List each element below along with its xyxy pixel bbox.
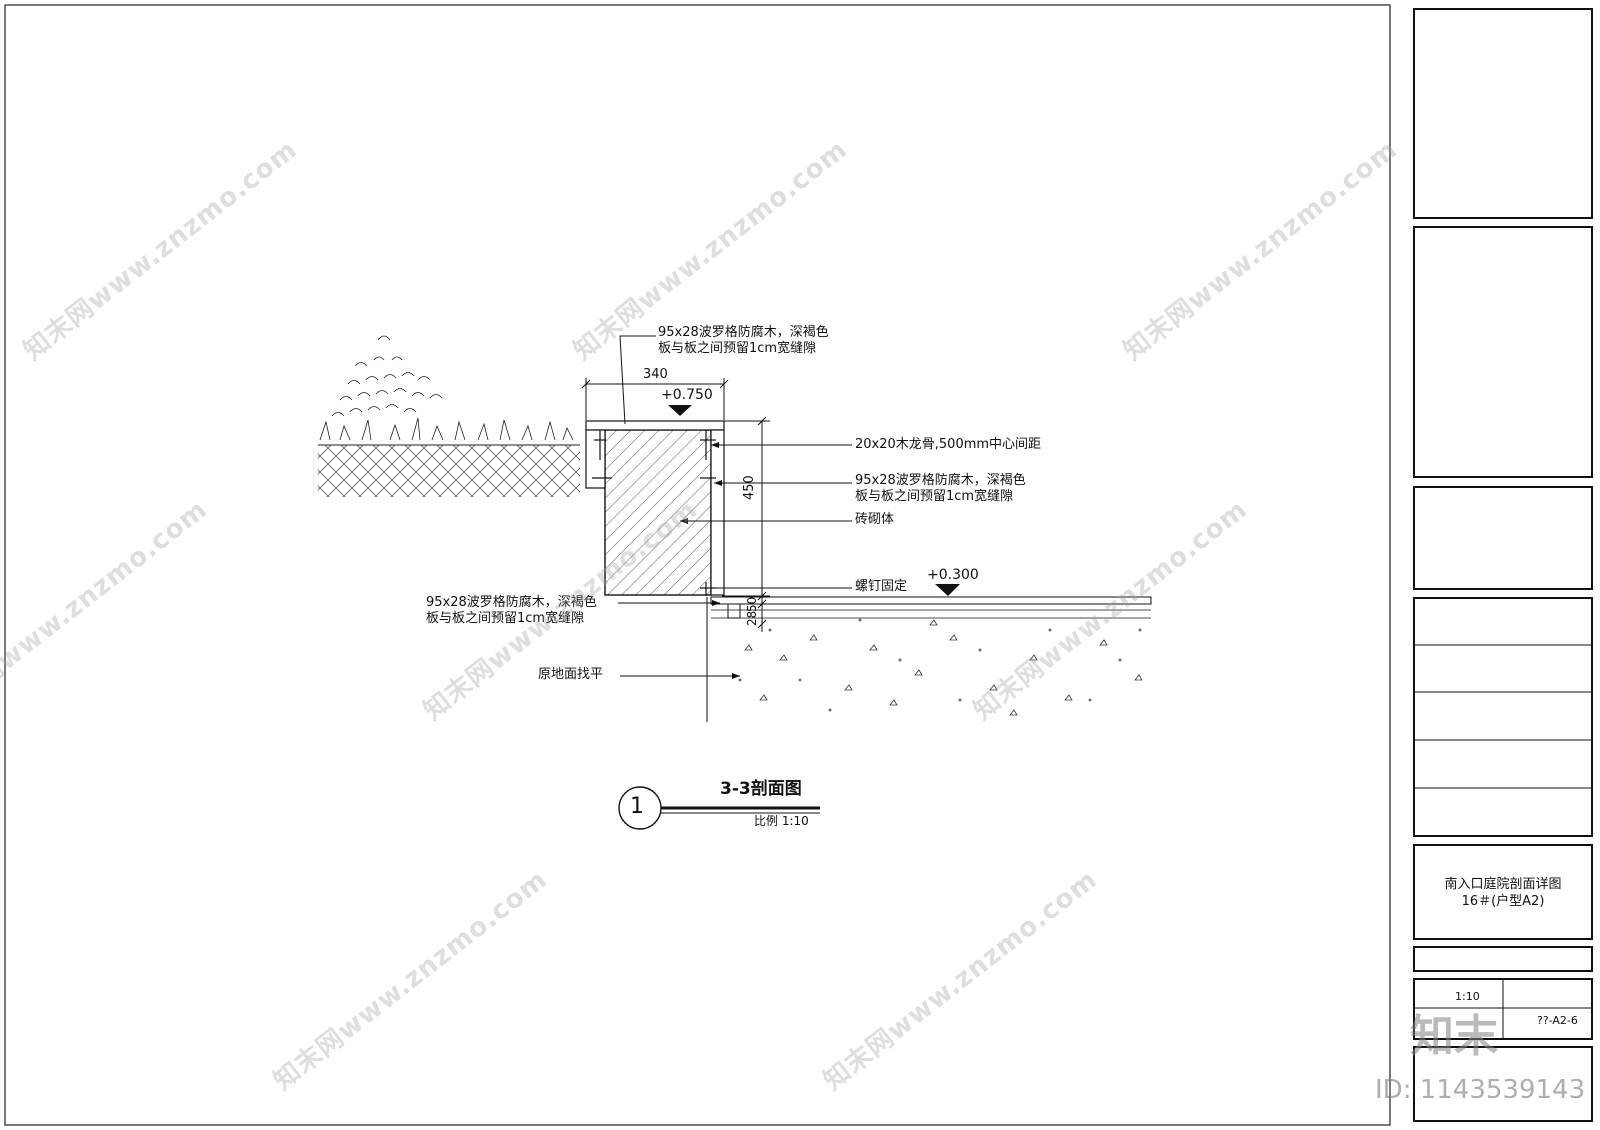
planting-soil: [318, 444, 580, 497]
watermark-logo: 知末: [1410, 1011, 1498, 1062]
title-block-box-1: [1413, 8, 1593, 219]
title-block-lines: [1413, 644, 1592, 1040]
note-ground: 原地面找平: [538, 667, 604, 682]
section-symbol: [618, 786, 820, 830]
note-side-decking-line1: 95x28波罗格防腐木，深褐色: [855, 473, 1026, 488]
dimension-lines: [581, 378, 770, 632]
dim-small-a: 50: [745, 596, 759, 612]
side-decking-right: [710, 429, 725, 596]
dim-width-top: 340: [643, 367, 668, 382]
drawing-name-line2: 16＃(户型A2): [1461, 894, 1545, 909]
ground-gravel: [738, 618, 1143, 716]
title-block-scale-box: 1:10 ??-A2-6: [1413, 978, 1593, 1040]
title-block-scale: 1:10: [1455, 990, 1480, 1003]
side-decking-left: [585, 429, 606, 489]
title-block-revision-table: [1413, 597, 1593, 837]
note-top-decking: 95x28波罗格防腐木，深褐色 板与板之间预留1cm宽缝隙: [658, 325, 829, 357]
low-decking: [710, 596, 1152, 619]
elevation-low-label: +0.300: [927, 567, 979, 583]
section-number: 1: [630, 794, 644, 819]
leader-lines: [618, 335, 852, 677]
note-side-decking-line2: 板与板之间预留1cm宽缝隙: [855, 489, 1014, 504]
note-top-decking-line1: 95x28波罗格防腐木，深褐色: [658, 325, 829, 340]
note-side-decking: 95x28波罗格防腐木，深褐色 板与板之间预留1cm宽缝隙: [855, 473, 1026, 505]
dim-height: 450: [742, 475, 757, 500]
note-bottom-decking-line1: 95x28波罗格防腐木，深褐色: [426, 595, 597, 610]
drawing-name-line1: 南入口庭院剖面详图: [1444, 877, 1562, 892]
note-bottom-decking-line2: 板与板之间预留1cm宽缝隙: [426, 611, 585, 626]
title-block-box-2: [1413, 226, 1593, 478]
drawing-frame: [4, 4, 1391, 1126]
title-block-box-5: [1413, 946, 1593, 972]
watermark-id: ID: 1143539143: [1375, 1075, 1586, 1105]
elevation-top-label: +0.750: [661, 387, 713, 403]
title-block-box-3: [1413, 486, 1593, 590]
section-scale: 比例 1:10: [754, 814, 809, 828]
dim-small-b: 28: [745, 610, 759, 626]
leader-arrows: [680, 442, 740, 679]
title-block-box-7: [1413, 1046, 1593, 1122]
note-top-decking-line2: 板与板之间预留1cm宽缝隙: [658, 341, 817, 356]
note-bottom-decking: 95x28波罗格防腐木，深褐色 板与板之间预留1cm宽缝隙: [426, 595, 597, 627]
elevation-marker-top: [668, 405, 692, 416]
top-decking: [585, 420, 725, 431]
elevation-marker-low: [935, 584, 960, 596]
masonry-block: [604, 429, 712, 596]
shrub-foliage: [319, 335, 574, 441]
note-masonry: 砖砌体: [855, 512, 895, 527]
section-title: 3-3剖面图: [720, 779, 802, 799]
title-block-drawing-number: ??-A2-6: [1537, 1014, 1578, 1027]
note-screw: 螺钉固定: [855, 579, 908, 594]
note-keel: 20x20木龙骨,500mm中心间距: [855, 437, 1042, 452]
title-block-drawing-name: 南入口庭院剖面详图 16＃(户型A2): [1413, 844, 1593, 940]
